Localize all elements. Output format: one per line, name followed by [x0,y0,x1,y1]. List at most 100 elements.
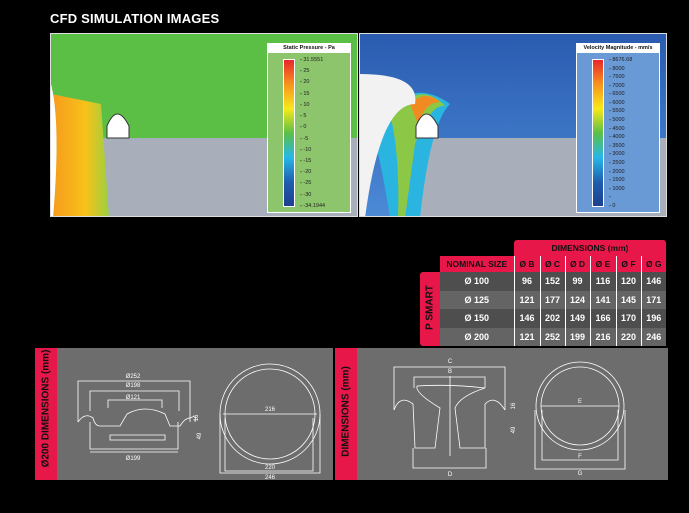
column-header: Ø F [615,256,641,272]
velocity-magnitude-image: Velocity Magnitude - mm/s 8676.68 8000 750… [359,33,667,217]
legend-ticks: 8676.68800075007000650060005500500045004… [609,57,632,209]
panel-label-strip: DIMENSIONS (mm) [335,348,357,480]
nominal-size-cell: Ø 150 [440,309,514,328]
legend-tick: 6000 [609,100,632,106]
legend-tick: 25 [300,68,325,74]
dim-b: B [448,369,452,375]
dimension-cell: 121 [513,290,540,309]
nominal-size-cell: Ø 100 [440,272,514,291]
dimension-cell: 124 [564,290,590,309]
legend-tick: -20 [300,169,325,175]
dimension-cell: 146 [513,309,540,328]
legend-tick: 1500 [609,177,632,183]
dimension-cell: 152 [539,272,565,291]
legend-ticks: 31.55512520151050-5-10-15-20-25-30-34.19… [300,57,325,209]
legend-tick: -10 [300,147,325,153]
dimension-cell: 202 [539,309,565,328]
legend-tick: 2500 [609,160,632,166]
dim-f: F [578,454,582,460]
dim-216: 216 [265,407,276,413]
side-view-drawing: Ø252 Ø198 Ø121 Ø199 16 49 216 220 246 [77,363,321,480]
legend-tick: 31.5551 [300,57,325,63]
dim-49: 49 [197,432,203,439]
legend-tick: 5 [300,113,325,119]
product-label-text: P SMART [424,285,436,330]
dimension-cell: 246 [640,327,666,346]
panel-200-dimensions: Ø200 DIMENSIONS (mm) Ø252 Ø198 Ø121 Ø199… [35,348,333,480]
dim-246: 246 [265,475,276,480]
legend-tick: 10 [300,102,325,108]
dimension-cell: 141 [589,290,616,309]
dimension-cell: 216 [589,327,616,346]
legend-tick: 5500 [609,108,632,114]
legend-tick: 8676.68 [609,57,632,63]
legend-tick: 5000 [609,117,632,123]
legend-tick: 0 [609,203,632,209]
dimension-cell: 120 [615,272,641,291]
dimension-cell: 166 [589,309,616,328]
legend-tick: 0 [300,124,325,130]
generic-drawing: C B D 16 49 E F G [393,359,626,478]
legend-tick [609,194,632,200]
dimension-cell: 121 [513,327,540,346]
dimension-cell: 149 [564,309,590,328]
legend-tick: -5 [300,136,325,142]
legend-tick: 7000 [609,83,632,89]
legend-tick: -15 [300,158,325,164]
dimension-cell: 99 [564,272,590,291]
dimension-cell: 252 [539,327,565,346]
nominal-size-cell: Ø 125 [440,290,514,309]
dim-g: G [578,471,583,477]
legend-tick: 20 [300,79,325,85]
dimension-cell: 196 [640,309,666,328]
dim-198: Ø198 [126,383,141,389]
dimension-cell: 96 [513,272,540,291]
legend-tick: 7500 [609,74,632,80]
dim-c: C [448,359,453,365]
legend-tick: -34.1944 [300,203,325,209]
dim-252: Ø252 [126,374,141,380]
dimensions-table: NOMINAL SIZE Ø B Ø C Ø D Ø E Ø F Ø G Ø 1… [440,256,666,346]
nominal-size-cell: Ø 200 [440,327,514,346]
color-scale [592,59,604,207]
dimension-cell: 199 [564,327,590,346]
column-header: Ø C [539,256,565,272]
legend-tick: 3500 [609,143,632,149]
dim-121: Ø121 [126,395,141,401]
dimension-cell: 170 [615,309,641,328]
dimension-cell: 177 [539,290,565,309]
panel-label-strip: Ø200 DIMENSIONS (mm) [35,348,57,480]
dimension-cell: 145 [615,290,641,309]
column-header: Ø G [640,256,666,272]
static-pressure-image: Static Pressure - Pa 31.55512520151050-5… [50,33,358,217]
dimension-cell: 171 [640,290,666,309]
pressure-legend: Static Pressure - Pa 31.55512520151050-5… [267,43,351,213]
legend-tick: 6500 [609,91,632,97]
legend-title: Velocity Magnitude - mm/s [577,44,659,53]
dimension-cell: 220 [615,327,641,346]
dim-49: 49 [511,426,517,433]
dim-e: E [578,399,582,405]
panel-generic-dimensions: DIMENSIONS (mm) C B D 16 49 E F G [335,348,668,480]
dimension-cell: 116 [589,272,616,291]
section-title: CFD SIMULATION IMAGES [50,11,220,26]
legend-tick: 2000 [609,169,632,175]
color-scale [283,59,295,207]
dim-220: 220 [265,465,276,471]
dimension-cell: 146 [640,272,666,291]
column-header: Ø B [513,256,540,272]
dim-d: D [448,472,453,478]
legend-tick: 1000 [609,186,632,192]
column-header: Ø D [564,256,590,272]
legend-tick: 8000 [609,66,632,72]
legend-tick: -30 [300,192,325,198]
dim-16: 16 [194,414,200,421]
dim-16: 16 [511,402,517,409]
legend-title: Static Pressure - Pa [268,44,350,53]
column-header: NOMINAL SIZE [440,256,514,272]
velocity-legend: Velocity Magnitude - mm/s 8676.68 8000 750… [576,43,660,213]
legend-tick: 4000 [609,134,632,140]
